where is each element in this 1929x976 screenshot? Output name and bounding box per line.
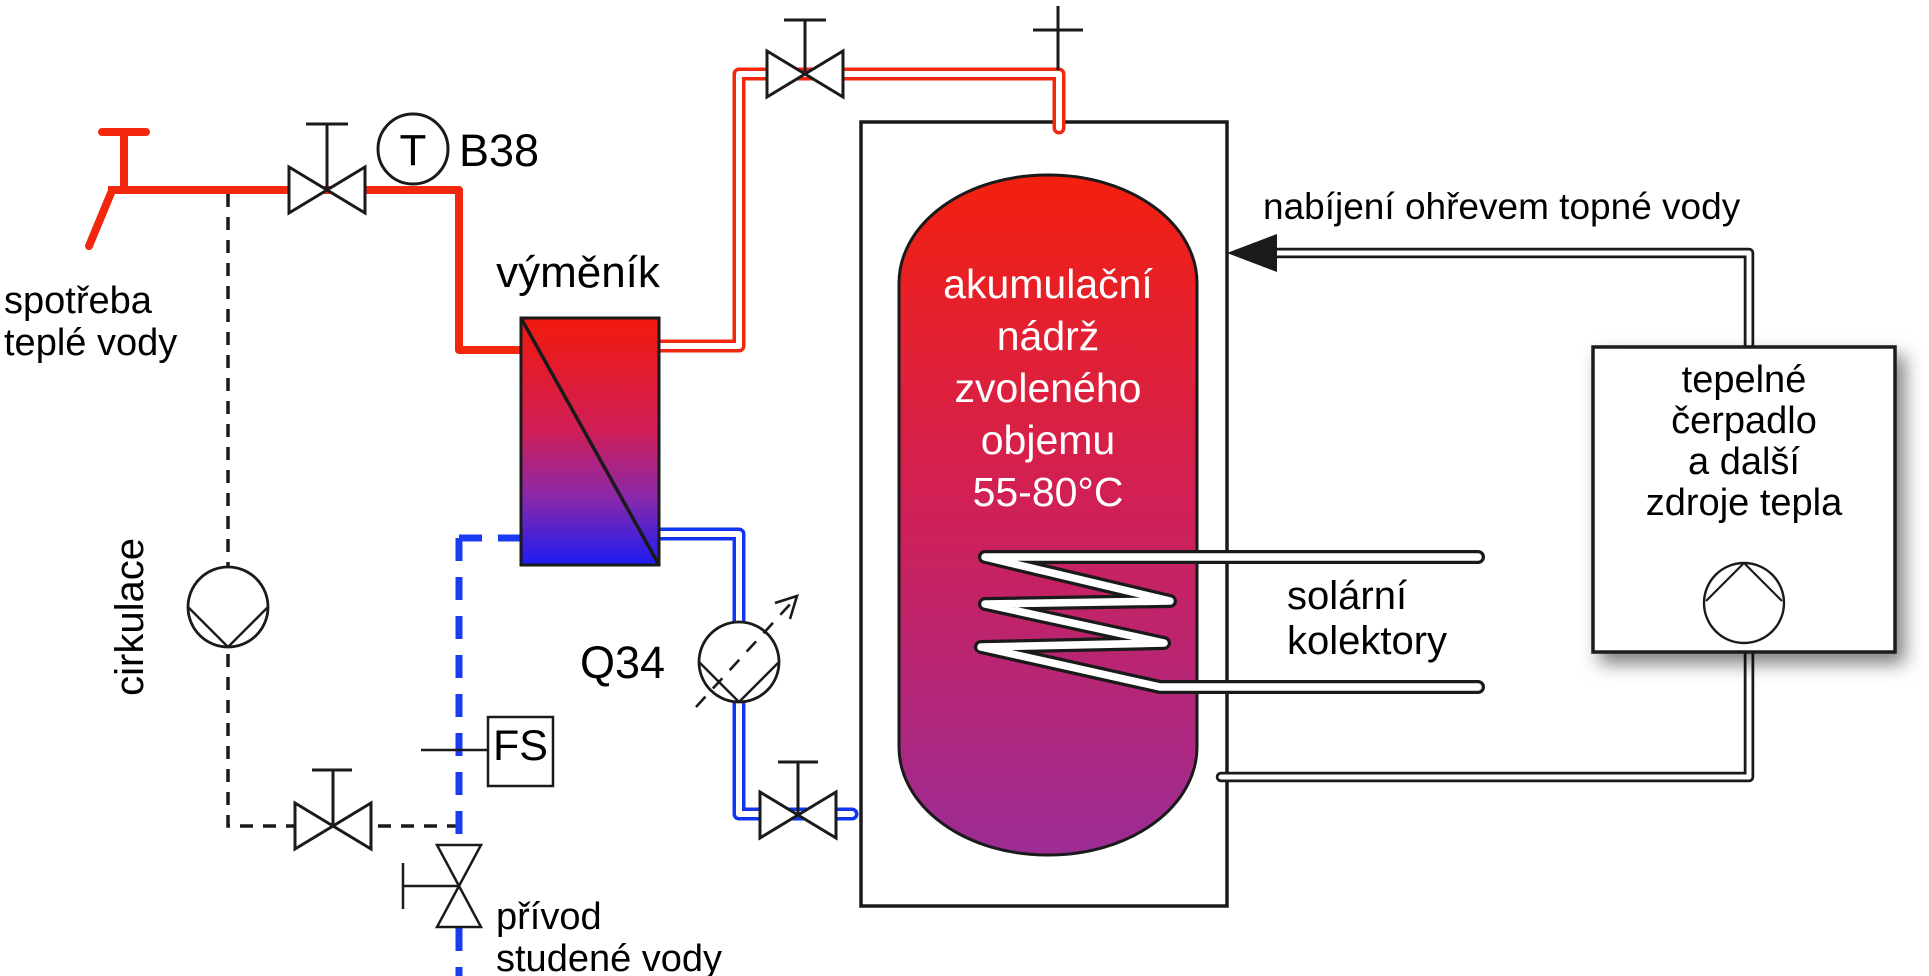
heat-source-pump-icon [1702, 561, 1786, 645]
charging-label: nabíjení ohřevem topné vody [1263, 186, 1741, 227]
flow-arrow [1227, 234, 1277, 272]
circulation-pump-icon [186, 565, 270, 649]
heat-exchanger-label: výměník [496, 248, 660, 297]
temp-sensor-id: B38 [459, 125, 540, 176]
hot-water-pipe [85, 128, 521, 354]
solar-coil [974, 550, 1485, 694]
tank-bottom-valve-icon [758, 760, 838, 841]
exchanger-hot-pipe [651, 67, 1066, 353]
circulation-valve-icon [293, 768, 373, 852]
vent-cross-icon [1033, 6, 1083, 70]
tap-icon [85, 128, 150, 250]
circulation-label: cirkulace [108, 538, 152, 696]
pump-id-label: Q34 [580, 637, 666, 688]
hot-water-valve-icon [287, 122, 367, 216]
tank-top-valve-icon [765, 18, 845, 100]
q34-pump-icon [695, 594, 799, 708]
flow-switch-icon [421, 715, 555, 788]
temp-sensor-letter: T [399, 126, 427, 175]
temperature-sensor-icon [376, 112, 450, 186]
heat-source-box [1591, 345, 1897, 654]
circulation-line [226, 194, 459, 828]
heat-exchanger-symbol [519, 316, 661, 567]
charging-pipe [1266, 247, 1755, 351]
cold-supply-valve-icon [401, 843, 484, 929]
flow-switch-label: FS [493, 722, 548, 770]
return-pipe [1215, 644, 1755, 783]
